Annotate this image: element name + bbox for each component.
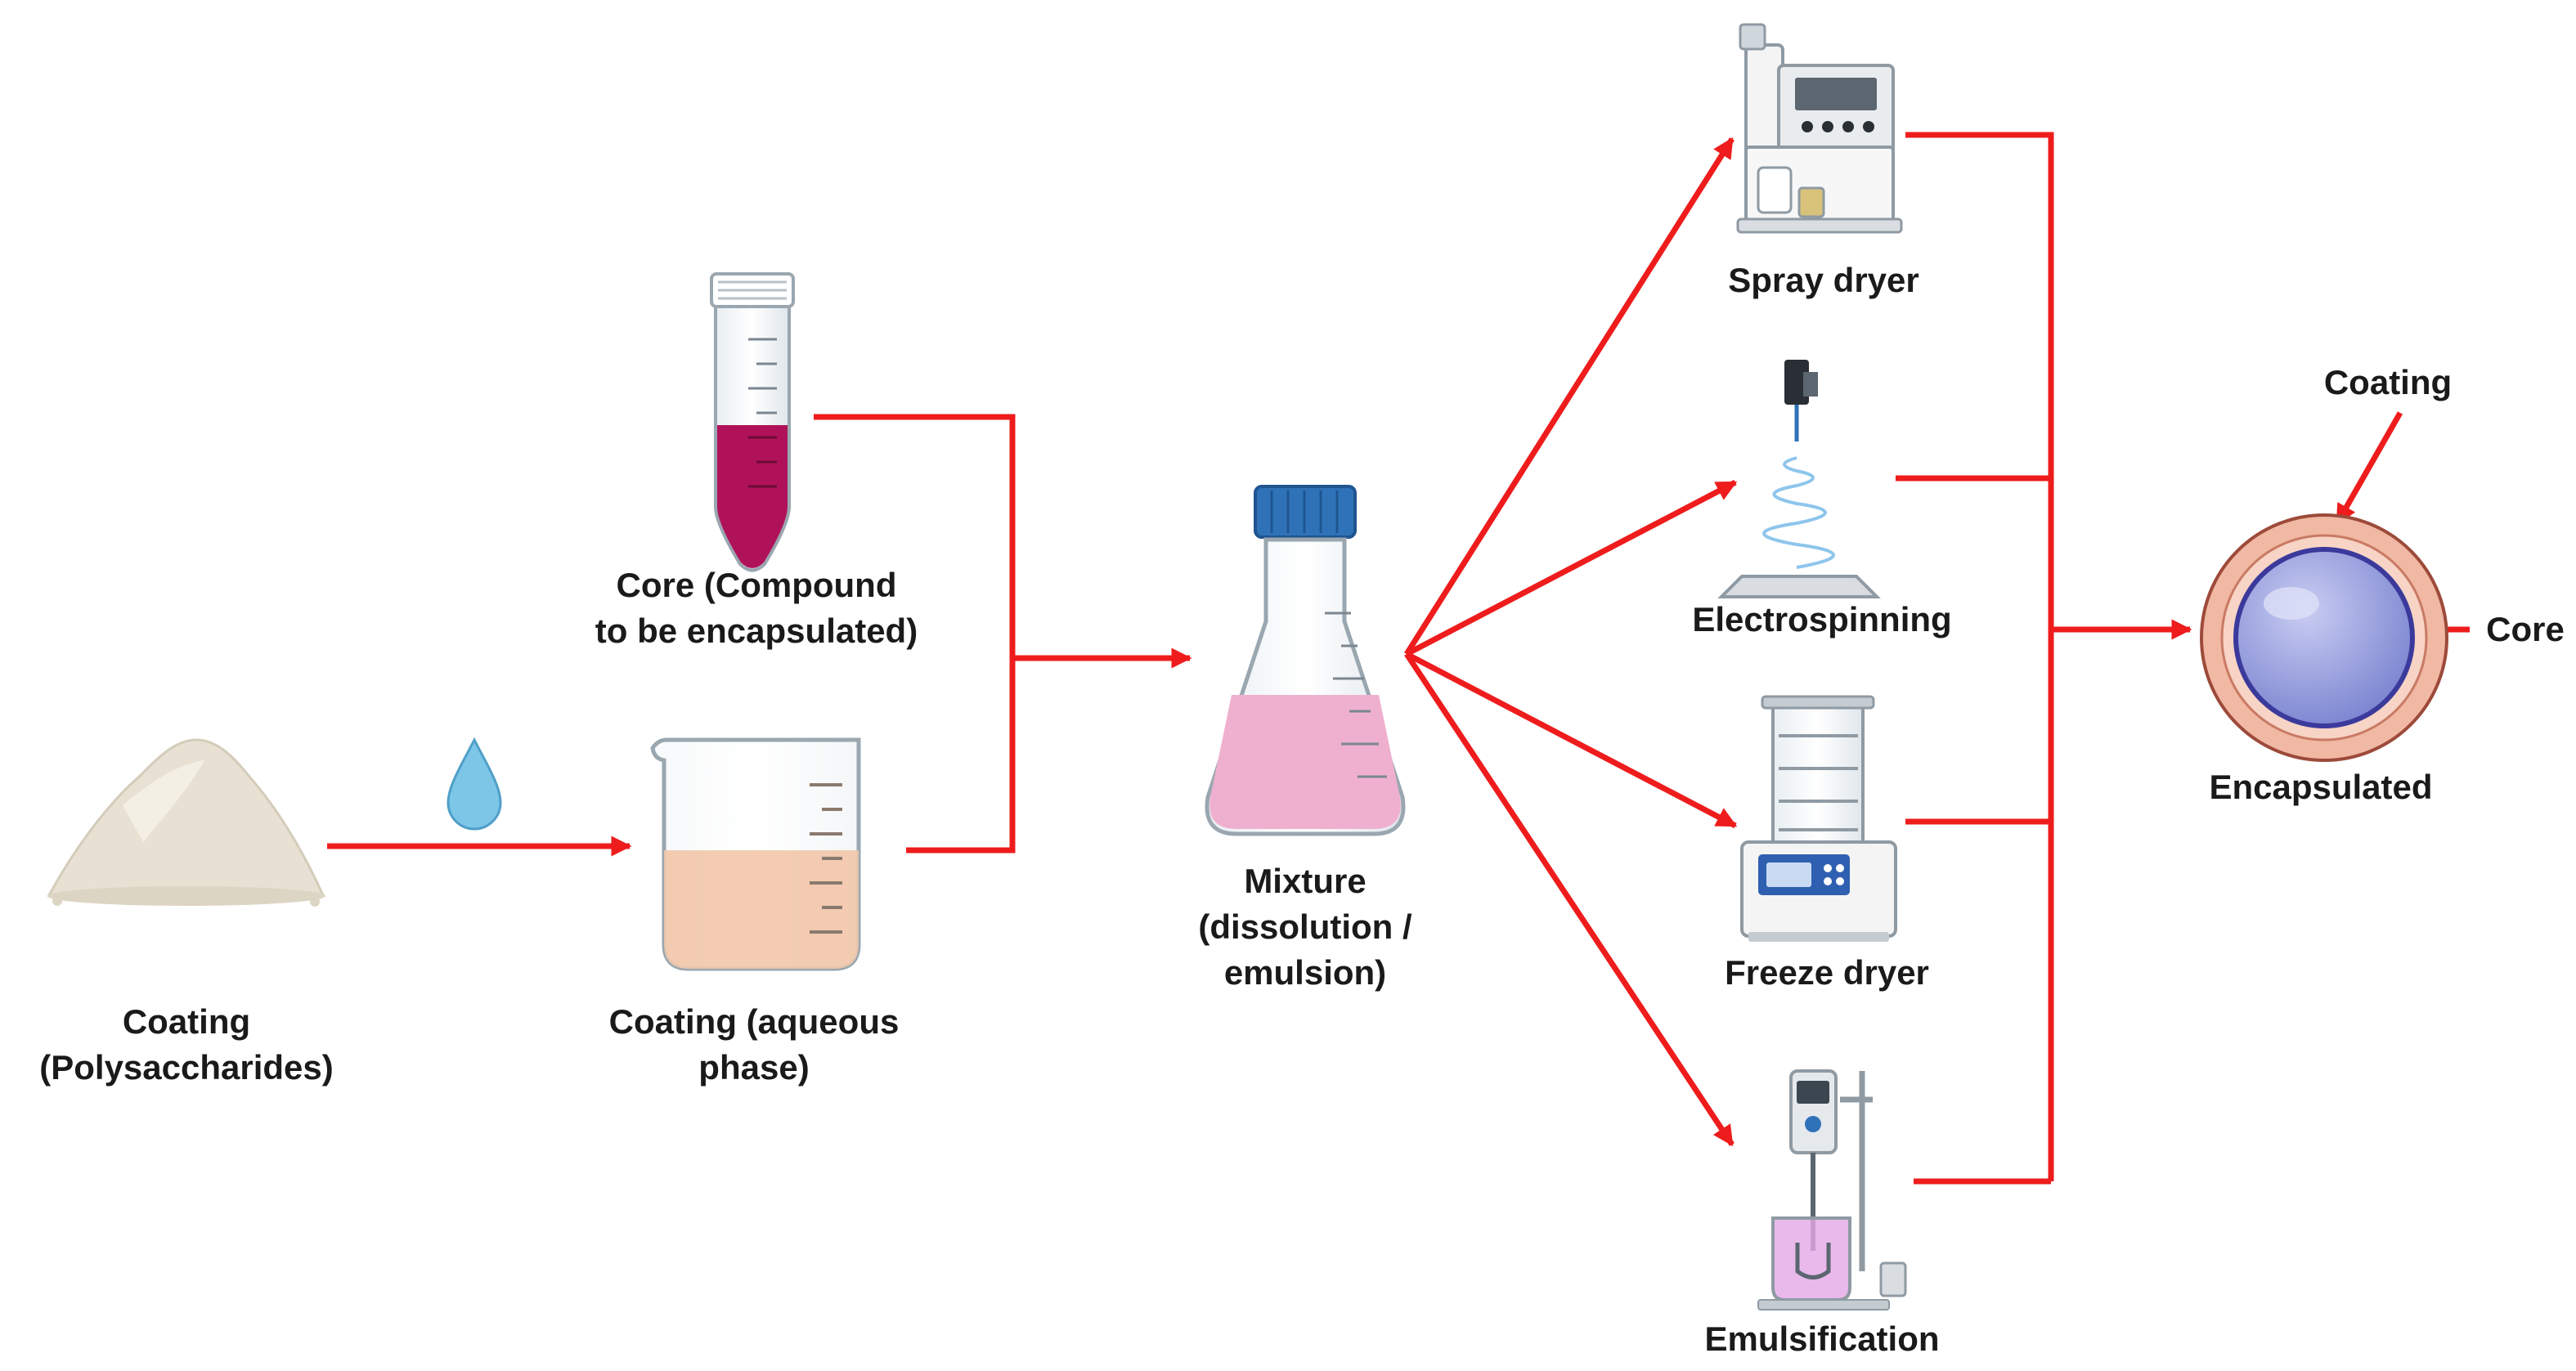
spray-dryer-label: Spray dryer bbox=[1728, 261, 1919, 299]
beaker-icon bbox=[650, 737, 861, 971]
arrow-to-spray-dryer bbox=[1404, 137, 1735, 656]
connector-core bbox=[814, 414, 1016, 658]
erlenmeyer-flask-icon bbox=[1205, 485, 1406, 836]
process-arrows bbox=[327, 132, 2470, 1185]
capsule-icon bbox=[2200, 513, 2448, 762]
connector-spray bbox=[1905, 132, 2054, 1181]
encapsulated-label: Encapsulated bbox=[2209, 768, 2433, 806]
pointer-coating-arrow bbox=[2334, 411, 2403, 526]
powder-pile-icon bbox=[47, 738, 325, 907]
emulsification-label: Emulsification bbox=[1704, 1319, 1940, 1358]
freeze-dryer-icon bbox=[1740, 695, 1897, 942]
core-pointer-label: Core bbox=[2486, 610, 2565, 648]
arrow-to-electrospinning bbox=[1405, 479, 1738, 657]
coating-aqueous-label: Coating (aqueous phase) bbox=[608, 1002, 900, 1086]
freeze-dryer-label: Freeze dryer bbox=[1725, 953, 1929, 992]
electrospinning-label: Electrospinning bbox=[1692, 600, 1952, 638]
electrospinning-icon bbox=[1717, 360, 1881, 598]
core-label: Core (Compound to be encapsulated) bbox=[595, 566, 918, 650]
homogenizer-icon bbox=[1757, 1069, 1907, 1311]
spray-dryer-icon bbox=[1736, 23, 1903, 234]
water-drop-icon bbox=[447, 737, 502, 831]
coating-pointer-label: Coating bbox=[2323, 363, 2453, 401]
arrow-to-emulsification bbox=[1404, 652, 1735, 1147]
connector-aqueous bbox=[906, 658, 1016, 854]
arrow-to-freeze-dryer bbox=[1405, 651, 1738, 829]
falcon-tube-icon bbox=[710, 272, 795, 572]
mixture-label: Mixture (dissolution / emulsion) bbox=[1198, 862, 1412, 992]
coating-powder-label: Coating (Polysaccharides) bbox=[39, 1002, 334, 1086]
